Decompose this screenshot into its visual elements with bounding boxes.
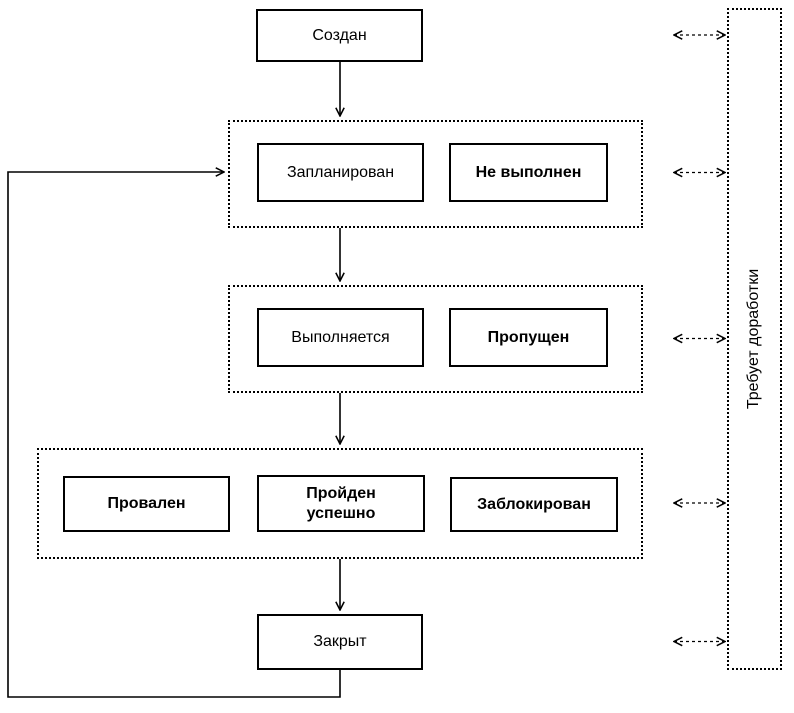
- needs-rework-label: Требует доработки: [745, 268, 763, 410]
- node-skipped: Пропущен: [449, 308, 608, 367]
- state-group-results: [37, 448, 643, 559]
- node-planned: Запланирован: [257, 143, 424, 202]
- node-planned-label: Запланирован: [286, 163, 395, 181]
- node-created: Создан: [256, 9, 423, 62]
- needs-rework-panel: Требует доработки: [727, 8, 782, 670]
- node-closed: Закрыт: [257, 614, 423, 670]
- node-skipped-label: Пропущен: [487, 328, 570, 346]
- node-not-executed: Не выполнен: [449, 143, 608, 202]
- loop-closed-to-planned-group: [7, 172, 341, 698]
- node-in-progress-label: Выполняется: [291, 328, 390, 346]
- node-blocked: Заблокирован: [450, 477, 618, 532]
- node-failed: Провален: [63, 476, 230, 532]
- node-failed-label: Провален: [107, 495, 186, 512]
- node-created-label: Создан: [312, 26, 367, 44]
- node-passed-label: Пройден успешно: [306, 484, 376, 522]
- node-blocked-label: Заблокирован: [477, 495, 591, 513]
- node-not-executed-label: Не выполнен: [475, 163, 582, 181]
- node-in-progress: Выполняется: [257, 308, 424, 367]
- state-group-planned: [228, 120, 643, 228]
- node-closed-label: Закрыт: [313, 633, 367, 650]
- state-group-execution: [228, 285, 643, 393]
- node-passed: Пройден успешно: [257, 475, 425, 532]
